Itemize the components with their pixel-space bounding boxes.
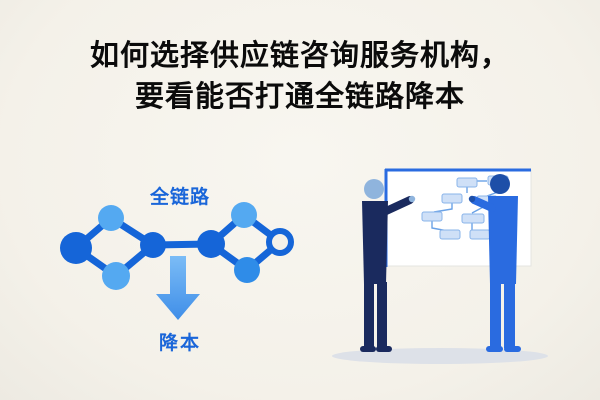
chain-illustration: 全链路: [40, 182, 320, 362]
chain-node: [98, 205, 124, 231]
chain-node-ring: [266, 228, 294, 256]
page-title: 如何选择供应链咨询服务机构， 要看能否打通全链路降本: [0, 36, 600, 118]
chain-bottom-label: 降本: [158, 333, 201, 354]
chain-node: [231, 202, 257, 228]
chain-node: [234, 257, 260, 283]
person-right: [468, 174, 521, 352]
person-left: [360, 179, 416, 352]
title-line-1: 如何选择供应链咨询服务机构，: [89, 40, 510, 72]
chain-node: [60, 232, 92, 264]
chain-top-label: 全链路: [149, 187, 210, 208]
chain-node: [197, 230, 225, 258]
chain-link-network-icon: [60, 202, 294, 290]
down-arrow-icon: [156, 256, 200, 320]
chain-node: [102, 262, 130, 290]
chain-node: [140, 232, 166, 258]
title-line-2: 要看能否打通全链路降本: [134, 81, 465, 113]
two-people-whiteboard-illustration: [332, 168, 548, 364]
